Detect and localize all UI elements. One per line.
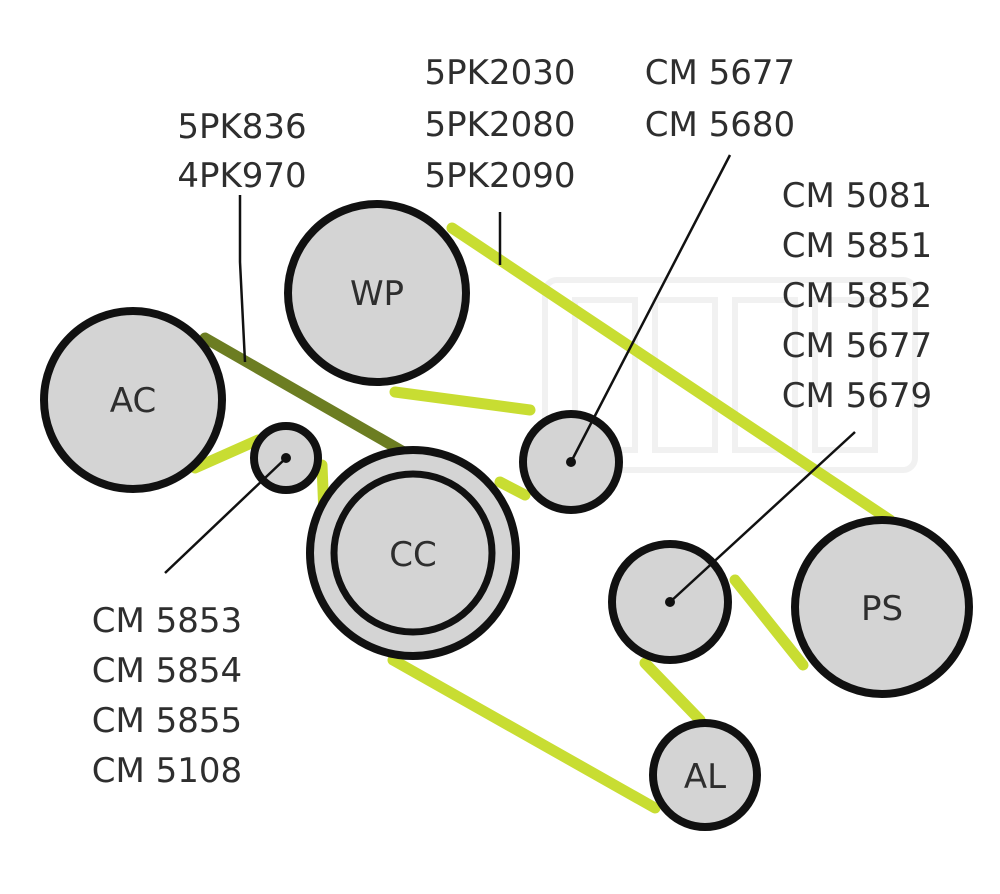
pulley-cc: CC [306, 446, 520, 660]
callout-tensioner-3: CM 5852 [782, 276, 932, 316]
callout-idler-top: CM 5677 CM 5680 [645, 53, 795, 145]
leader-lines [164, 154, 856, 603]
pulley-cc-label: CC [389, 535, 436, 575]
callout-tensioner-right: CM 5081 CM 5851 CM 5852 CM 5677 CM 5679 [782, 176, 932, 416]
pulley-wp: WP [284, 200, 470, 386]
callout-idler-small: CM 5853 CM 5854 CM 5855 CM 5108 [92, 601, 242, 791]
pulley-al-label: AL [684, 757, 726, 797]
pulley-ac-label: AC [110, 381, 156, 421]
callout-tensioner-5: CM 5679 [782, 376, 932, 416]
callout-idler-small-2: CM 5854 [92, 651, 242, 691]
callout-ac-belt-2: 4PK970 [177, 156, 306, 196]
pulley-wp-label: WP [350, 274, 404, 314]
callout-main-belt-2: 5PK2080 [425, 105, 576, 145]
callout-idler-small-4: CM 5108 [92, 751, 242, 791]
pulley-ac: AC [40, 307, 226, 493]
leader-idler-top [569, 154, 732, 463]
callout-idler-small-1: CM 5853 [92, 601, 242, 641]
watermark-logo [542, 277, 918, 473]
pulley-ps-label: PS [861, 589, 903, 629]
leader-tensioner [669, 431, 856, 603]
callout-ac-belt-1: 5PK836 [177, 107, 306, 147]
pulley-al: AL [649, 719, 761, 831]
callout-main-belts: 5PK2030 5PK2080 5PK2090 [425, 53, 576, 196]
leader-idler-small [164, 457, 287, 574]
callout-idler-top-2: CM 5680 [645, 105, 795, 145]
callout-tensioner-4: CM 5677 [782, 326, 932, 366]
callout-idler-small-3: CM 5855 [92, 701, 242, 741]
pulley-ps: PS [791, 516, 973, 698]
callout-tensioner-1: CM 5081 [782, 176, 932, 216]
leader-ac-belts [238, 195, 247, 363]
callout-tensioner-2: CM 5851 [782, 226, 932, 266]
callout-idler-top-1: CM 5677 [645, 53, 795, 93]
callout-main-belt-3: 5PK2090 [425, 156, 576, 196]
callout-ac-belts: 5PK836 4PK970 [177, 107, 306, 196]
callout-main-belt-1: 5PK2030 [425, 53, 576, 93]
